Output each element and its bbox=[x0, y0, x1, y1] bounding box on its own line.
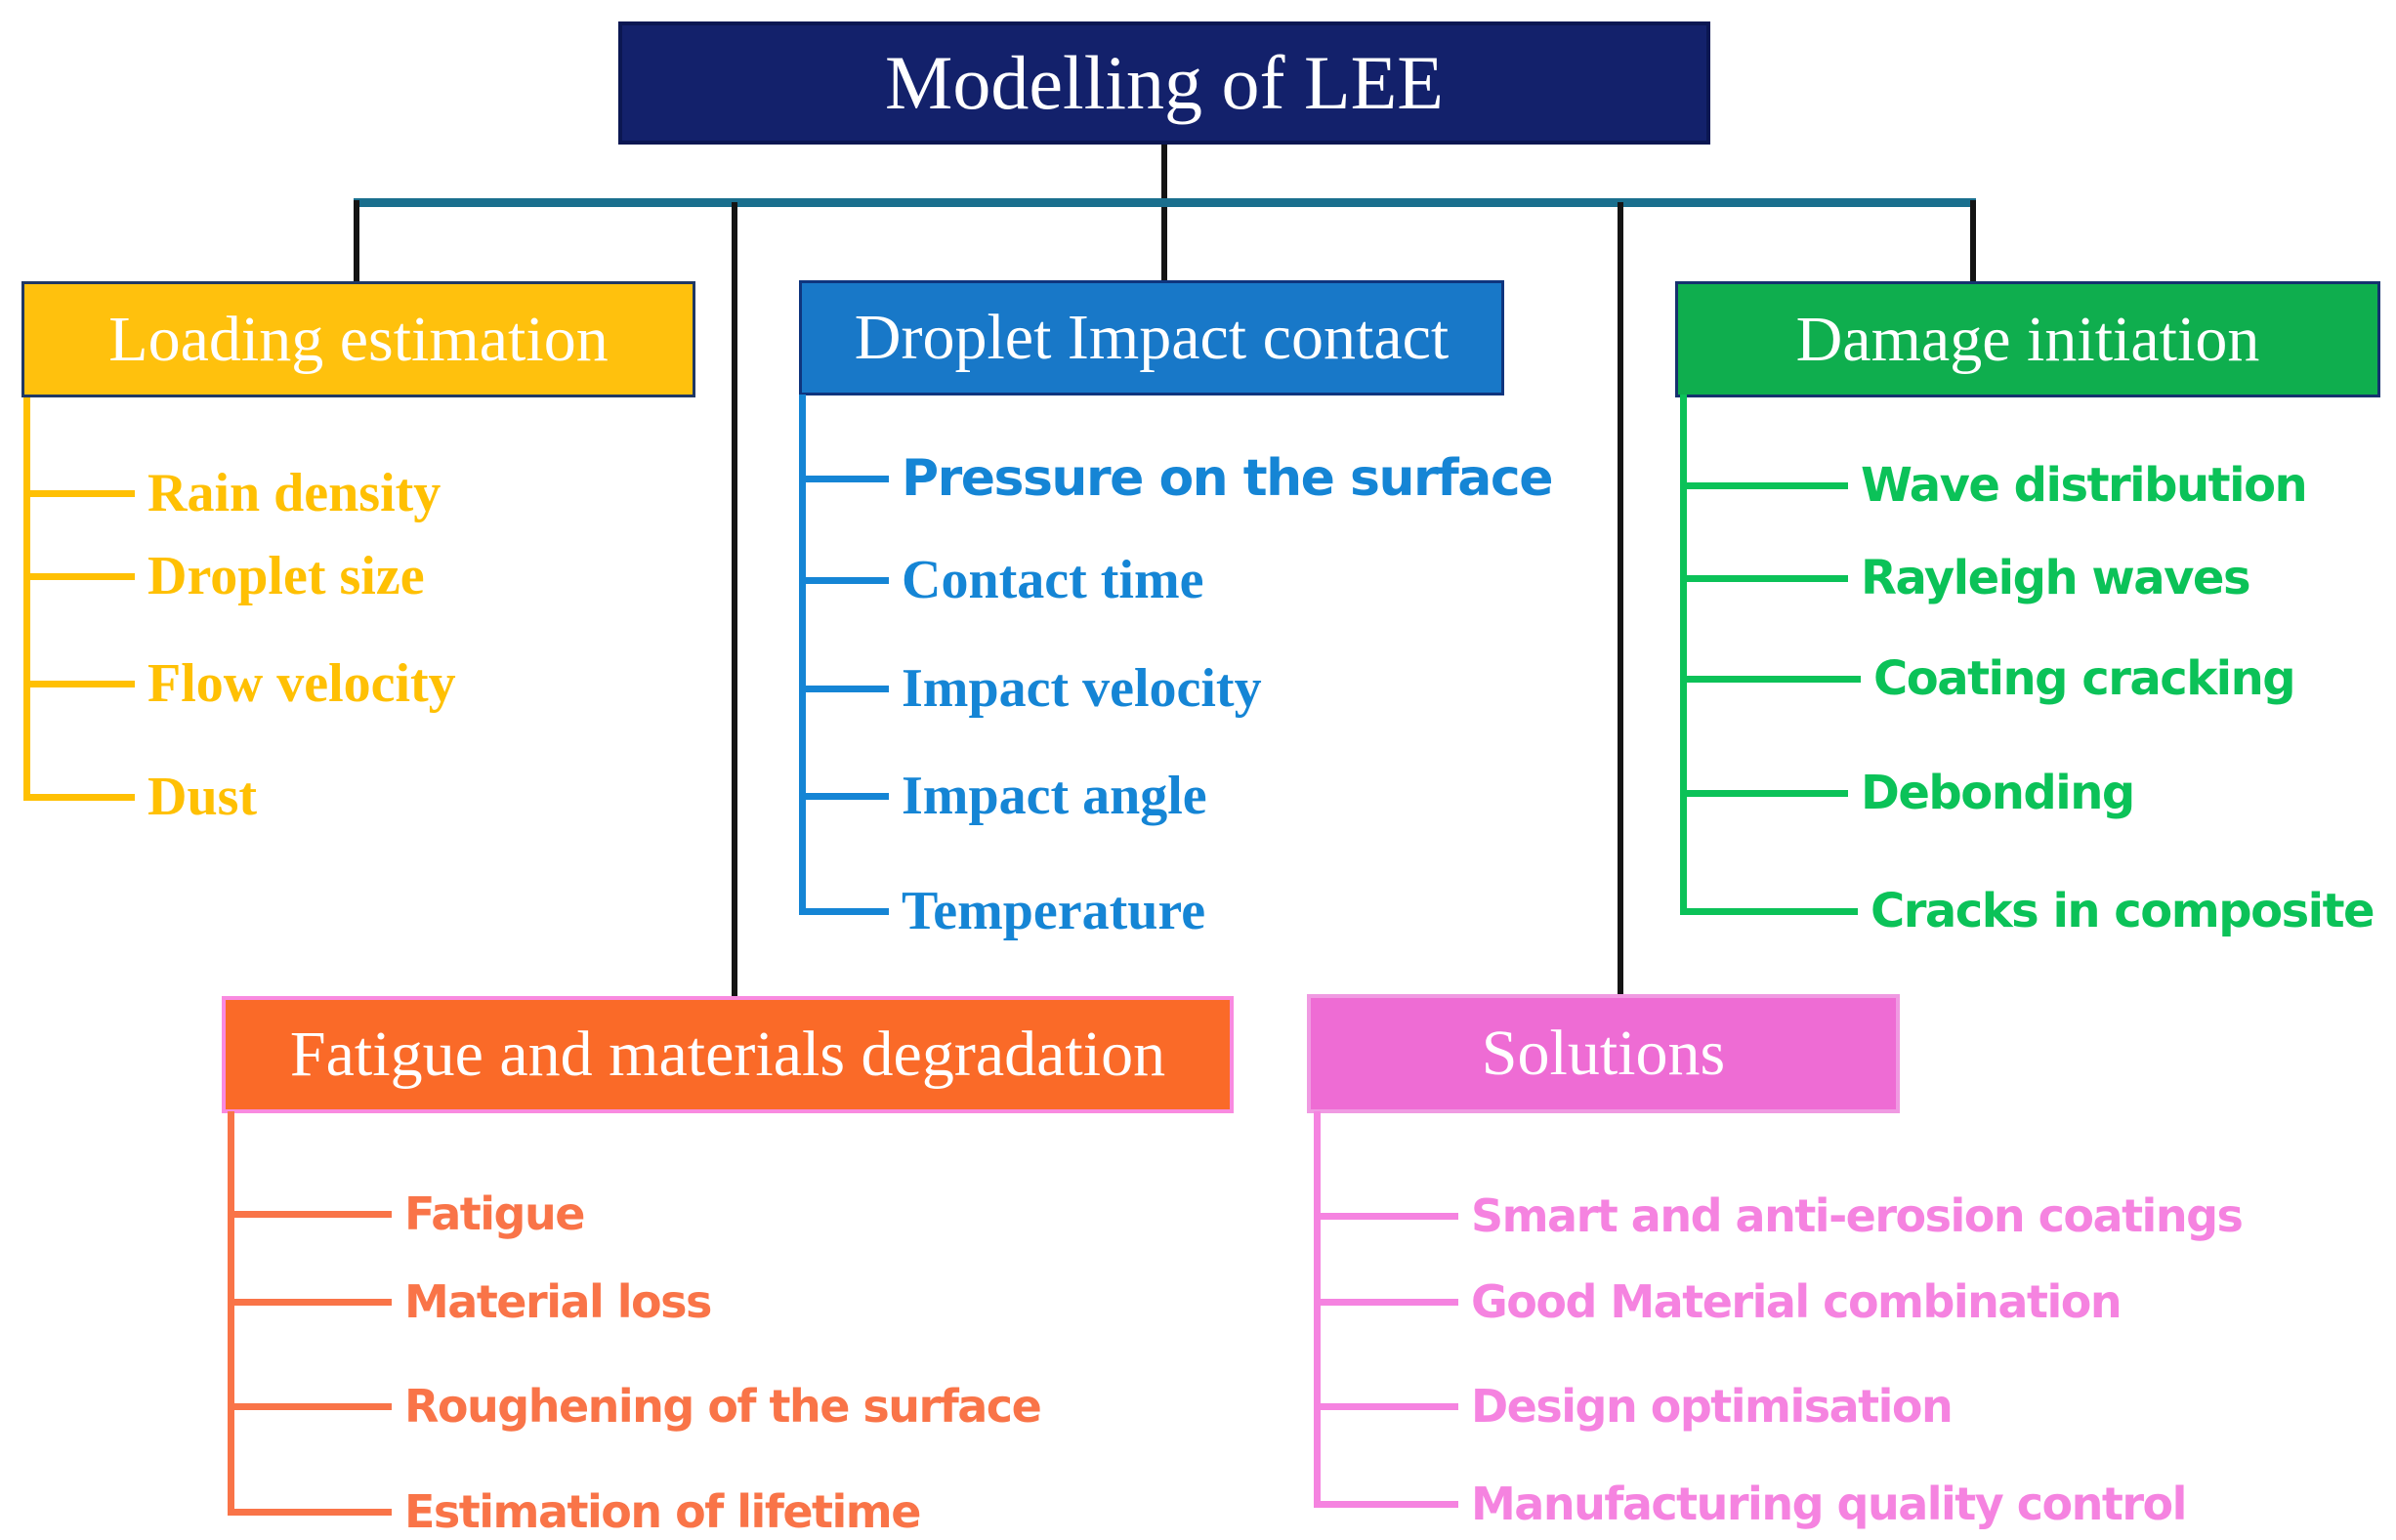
item-label: Pressure on the surface bbox=[902, 449, 1553, 508]
tree-item: Contact time bbox=[799, 545, 1203, 615]
branch-tree-line bbox=[1314, 1111, 1321, 1507]
tree-item: Material loss bbox=[228, 1267, 712, 1337]
tree-item: Good Material combination bbox=[1314, 1267, 2123, 1337]
tree-item: Roughening of the surface bbox=[228, 1371, 1042, 1441]
item-connector-line bbox=[23, 680, 135, 687]
tree-item: Rayleigh waves bbox=[1680, 543, 2251, 613]
item-connector-line bbox=[1314, 1402, 1458, 1410]
branch-title: Droplet Impact contact bbox=[854, 302, 1450, 373]
branch-tree-line bbox=[799, 395, 806, 914]
drop-line-loading bbox=[354, 200, 359, 282]
branch-title: Damage initiation bbox=[1795, 303, 2260, 375]
item-label: Estimation of lifetime bbox=[404, 1485, 921, 1538]
item-connector-line bbox=[1680, 907, 1858, 915]
tree-item: Smart and anti-erosion coatings bbox=[1314, 1181, 2244, 1251]
item-label: Flow velocity bbox=[147, 653, 456, 714]
item-label: Design optimisation bbox=[1471, 1380, 1954, 1433]
branch-tree-line bbox=[23, 397, 30, 800]
branch-header-droplet-impact-contact: Droplet Impact contact bbox=[799, 280, 1504, 395]
item-connector-line bbox=[23, 572, 135, 580]
crossbar-line bbox=[354, 198, 1976, 207]
item-connector-line bbox=[228, 1508, 392, 1516]
tree-item: Pressure on the surface bbox=[799, 443, 1553, 514]
item-connector-line bbox=[228, 1402, 392, 1410]
item-connector-line bbox=[799, 576, 889, 584]
item-connector-line bbox=[799, 792, 889, 800]
tree-item: Estimation of lifetime bbox=[228, 1477, 921, 1540]
tree-item: Wave distribution bbox=[1680, 450, 2308, 520]
tree-item: Temperature bbox=[799, 876, 1205, 946]
branch-header-damage-initiation: Damage initiation bbox=[1675, 281, 2380, 397]
item-label: Droplet size bbox=[147, 546, 425, 606]
item-connector-line bbox=[799, 475, 889, 482]
root-title: Modelling of LEE bbox=[885, 40, 1444, 125]
branch-title: Fatigue and materials degradation bbox=[289, 1019, 1166, 1090]
item-label: Manufacturing quality control bbox=[1471, 1478, 2187, 1530]
item-label: Fatigue bbox=[404, 1187, 585, 1240]
drop-line-fatigue bbox=[732, 202, 737, 997]
branch-tree-line bbox=[228, 1111, 234, 1515]
drop-line-damage bbox=[1970, 200, 1976, 282]
tree-item: Coating cracking bbox=[1680, 644, 2296, 714]
tree-item: Dust bbox=[23, 762, 257, 832]
branch-title: Solutions bbox=[1481, 1018, 1726, 1089]
drop-line-solutions bbox=[1618, 202, 1623, 995]
item-label: Smart and anti-erosion coatings bbox=[1471, 1189, 2244, 1242]
item-label: Good Material combination bbox=[1471, 1275, 2123, 1328]
tree-item: Rain density bbox=[23, 458, 441, 528]
tree-item: Cracks in composite bbox=[1680, 876, 2375, 946]
item-connector-line bbox=[799, 907, 889, 915]
branch-tree-line bbox=[1680, 395, 1687, 914]
tree-item: Impact angle bbox=[799, 761, 1207, 831]
root-box: Modelling of LEE bbox=[618, 21, 1710, 145]
tree-item: Debonding bbox=[1680, 758, 2135, 828]
item-label: Contact time bbox=[902, 550, 1204, 610]
item-connector-line bbox=[1680, 675, 1861, 683]
item-connector-line bbox=[228, 1210, 392, 1218]
item-connector-line bbox=[23, 793, 135, 801]
branch-header-solutions: Solutions bbox=[1307, 994, 1900, 1113]
item-connector-line bbox=[799, 685, 889, 692]
item-label: Roughening of the surface bbox=[404, 1380, 1042, 1433]
tree-item: Manufacturing quality control bbox=[1314, 1469, 2187, 1539]
item-connector-line bbox=[1314, 1212, 1458, 1220]
item-connector-line bbox=[1680, 789, 1848, 797]
tree-item: Impact velocity bbox=[799, 653, 1262, 724]
tree-item: Flow velocity bbox=[23, 648, 456, 719]
item-label: Cracks in composite bbox=[1871, 884, 2375, 938]
item-connector-line bbox=[1680, 481, 1848, 489]
item-label: Debonding bbox=[1861, 766, 2135, 820]
tree-item: Fatigue bbox=[228, 1179, 585, 1249]
item-label: Dust bbox=[147, 767, 258, 827]
item-label: Material loss bbox=[404, 1275, 712, 1328]
item-connector-line bbox=[1314, 1500, 1458, 1508]
item-label: Temperature bbox=[902, 881, 1206, 941]
root-drop-line bbox=[1161, 144, 1167, 281]
branch-header-loading-estimation: Loading estimation bbox=[21, 281, 695, 397]
item-label: Coating cracking bbox=[1873, 651, 2296, 706]
item-connector-line bbox=[23, 489, 135, 497]
item-label: Rayleigh waves bbox=[1861, 551, 2251, 605]
item-label: Impact velocity bbox=[902, 658, 1262, 719]
tree-item: Design optimisation bbox=[1314, 1371, 1954, 1441]
tree-item: Droplet size bbox=[23, 541, 425, 611]
branch-header-fatigue: Fatigue and materials degradation bbox=[222, 996, 1234, 1113]
item-connector-line bbox=[1314, 1298, 1458, 1306]
item-label: Rain density bbox=[147, 463, 441, 523]
item-connector-line bbox=[228, 1298, 392, 1306]
branch-title: Loading estimation bbox=[108, 303, 609, 375]
item-connector-line bbox=[1680, 574, 1848, 582]
item-label: Impact angle bbox=[902, 766, 1207, 826]
item-label: Wave distribution bbox=[1861, 458, 2308, 513]
